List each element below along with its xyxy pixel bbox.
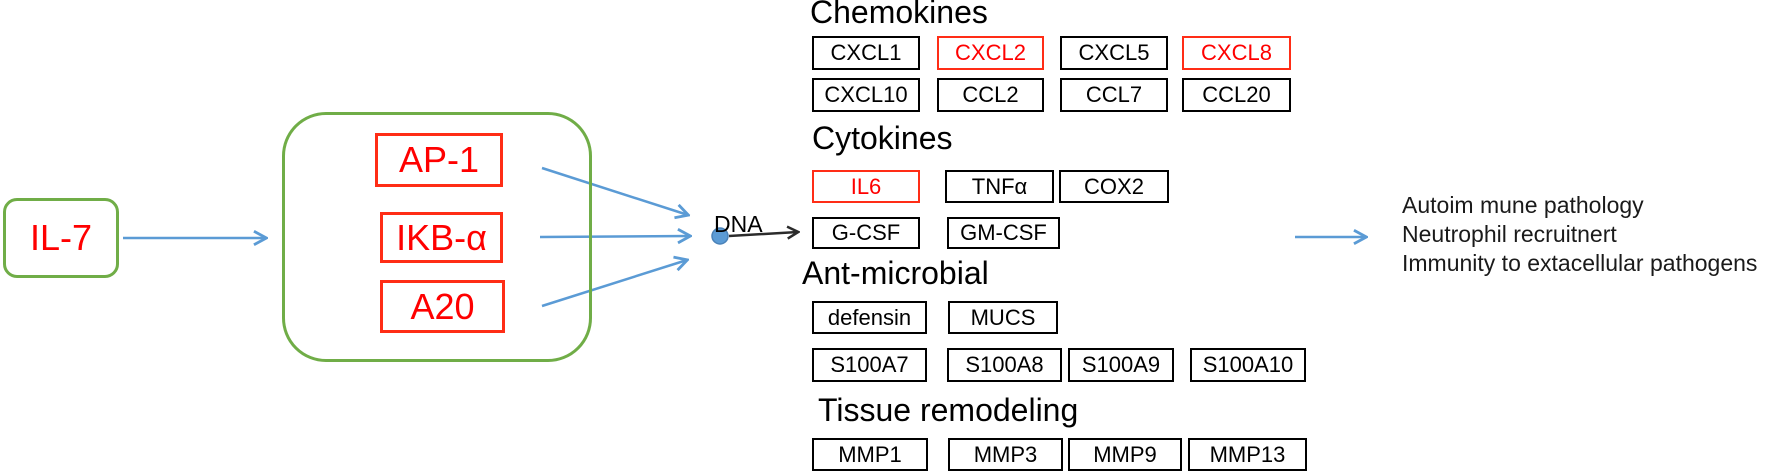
mediator-box-ikb-alpha: IKB-α bbox=[380, 212, 503, 263]
gene-box-gcsf: G-CSF bbox=[812, 217, 920, 249]
mediator-box-a20: A20 bbox=[380, 280, 505, 333]
gene-box-cxcl1: CXCL1 bbox=[812, 36, 920, 70]
gene-box-ccl20: CCL20 bbox=[1182, 78, 1291, 112]
gene-box-mmp1: MMP1 bbox=[812, 438, 928, 471]
mediator-box-ap1: AP-1 bbox=[375, 133, 503, 187]
heading-antimicrobial: Ant-microbial bbox=[802, 255, 989, 291]
gene-box-cxcl8: CXCL8 bbox=[1182, 36, 1291, 70]
gene-box-mmp9: MMP9 bbox=[1068, 438, 1182, 471]
gene-box-defensin: defensin bbox=[812, 301, 927, 334]
heading-cytokines: Cytokines bbox=[812, 120, 953, 156]
outcome-line-3: Immunity to extacellular pathogens bbox=[1402, 250, 1758, 276]
gene-box-cxcl5: CXCL5 bbox=[1060, 36, 1168, 70]
il7-source-box: IL-7 bbox=[3, 198, 119, 278]
gene-box-cxcl10: CXCL10 bbox=[812, 78, 920, 112]
gene-box-s100a10: S100A10 bbox=[1190, 348, 1306, 382]
outcome-line-1: Autoim mune pathology bbox=[1402, 192, 1644, 218]
gene-box-tnf-alpha: TNFα bbox=[945, 170, 1054, 203]
heading-chemokines: Chemokines bbox=[810, 0, 988, 30]
gene-box-ccl7: CCL7 bbox=[1060, 78, 1168, 112]
outcome-line-2: Neutrophil recruitnert bbox=[1402, 221, 1617, 247]
gene-box-s100a8: S100A8 bbox=[947, 348, 1062, 382]
outcomes-block: Autoim mune pathology Neutrophil recruit… bbox=[1402, 191, 1757, 278]
gene-box-gmcsf: GM-CSF bbox=[947, 217, 1060, 249]
gene-box-il6: IL6 bbox=[812, 170, 920, 203]
gene-box-s100a7: S100A7 bbox=[812, 348, 927, 382]
heading-tissue-remodeling: Tissue remodeling bbox=[818, 392, 1079, 428]
gene-box-cxcl2: CXCL2 bbox=[937, 36, 1044, 70]
mediator-container bbox=[282, 112, 592, 362]
gene-box-s100a9: S100A9 bbox=[1068, 348, 1174, 382]
gene-box-mucs: MUCS bbox=[948, 301, 1058, 334]
gene-box-mmp13: MMP13 bbox=[1188, 438, 1307, 471]
dna-label: DNA bbox=[714, 211, 763, 237]
gene-box-cox2: COX2 bbox=[1059, 170, 1169, 203]
gene-box-ccl2: CCL2 bbox=[937, 78, 1044, 112]
gene-box-mmp3: MMP3 bbox=[948, 438, 1063, 471]
